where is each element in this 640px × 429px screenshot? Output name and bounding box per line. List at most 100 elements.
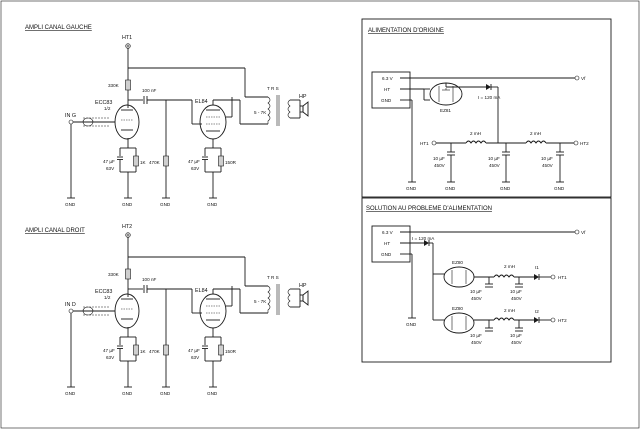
cathode-cap-1-label: 47 µF xyxy=(103,159,115,164)
solution-frame xyxy=(361,197,612,363)
plate-resistor-label: 330K xyxy=(108,272,120,277)
choke-2-label: 2 mH xyxy=(504,308,515,313)
choke-2 xyxy=(525,140,547,144)
gnd-label: GND xyxy=(406,186,417,191)
vf-label: Vf xyxy=(581,230,586,235)
ht1-out-terminal xyxy=(431,140,437,146)
cathode-resistor-2-label: 150R xyxy=(225,160,237,165)
current-label: I = 120 mA xyxy=(412,236,435,241)
cathode-cap-2-voltage: 63V xyxy=(191,166,200,171)
current-label: I = 120 mA xyxy=(478,95,501,100)
amp-left-title: AMPLI CANAL GAUCHE xyxy=(25,25,92,31)
ez81-label: EZ81 xyxy=(440,108,451,113)
cathode-cap-1-voltage: 63V xyxy=(106,355,115,360)
cathode-resistor-2-label: 150R xyxy=(225,349,237,354)
choke-1-label: 2 mH xyxy=(504,264,515,269)
amp-right-title: AMPLI CANAL DROIT xyxy=(25,228,85,234)
filter-cap-label: 10 µF xyxy=(433,156,445,161)
el84-label: EL84 xyxy=(195,288,208,294)
cathode-resistor-1 xyxy=(133,155,139,167)
plate-resistor xyxy=(125,268,131,280)
transformer-secondary xyxy=(287,288,291,308)
ecc83-label: ECC83 xyxy=(95,100,112,106)
cathode-cap-2-label: 47 µF xyxy=(188,348,200,353)
cathode-cap-2-label: 47 µF xyxy=(188,159,200,164)
ecc83-half-label: 1/2 xyxy=(104,295,111,300)
pin-ht-label: HT xyxy=(384,241,390,246)
filter-cap-voltage: 450V xyxy=(471,340,483,345)
ez80-rectifier-tube-1 xyxy=(443,266,475,288)
gnd-label: GND xyxy=(122,391,133,396)
vf-terminal xyxy=(574,75,580,81)
original-supply-title: ALIMENTATION D'ORIGINE xyxy=(368,28,444,34)
filter-cap-voltage: 450V xyxy=(542,163,554,168)
filter-cap-voltage: 450V xyxy=(511,340,523,345)
cathode-resistor-1 xyxy=(133,344,139,356)
grid-resistor xyxy=(163,155,169,167)
gnd-label: GND xyxy=(160,202,171,207)
ecc83-label: ECC83 xyxy=(95,289,112,295)
gnd-label: GND xyxy=(445,186,456,191)
ht2-out-label: HT2 xyxy=(558,318,567,323)
plate-resistor-label: 330K xyxy=(108,83,120,88)
pin-6v3-label: 6.3 V xyxy=(382,76,394,81)
filter-cap-voltage: 450V xyxy=(434,163,446,168)
grid-resistor-label: 470K xyxy=(149,160,161,165)
pin-ht-label: HT xyxy=(384,87,390,92)
gnd-label: GND xyxy=(65,202,76,207)
filter-cap-voltage: 450V xyxy=(471,296,483,301)
gnd-label: GND xyxy=(65,391,76,396)
plate-resistor xyxy=(125,79,131,91)
input-right-label: IN D xyxy=(65,302,76,308)
gnd-label: GND xyxy=(207,202,218,207)
gnd-label: GND xyxy=(207,391,218,396)
vf-label: Vf xyxy=(581,76,586,81)
ez80-1-label: EZ80 xyxy=(452,260,463,265)
supply-connector-box xyxy=(371,71,411,109)
gnd-label: GND xyxy=(406,322,417,327)
amp-left-channel: AMPLI CANAL GAUCHE HT1 330K ECC83 1/2 IN… xyxy=(25,25,309,207)
choke-1-label: 2 mH xyxy=(470,131,481,136)
choke-2-label: 2 mH xyxy=(530,131,541,136)
original-power-supply-panel: ALIMENTATION D'ORIGINE 6.3 V HT GND Vf E… xyxy=(361,18,612,198)
amp-right-channel: AMPLI CANAL DROIT HT2 330K ECC83 1/2 IN … xyxy=(25,224,309,396)
ht2-out-terminal xyxy=(550,317,556,323)
gnd-label: GND xyxy=(160,391,171,396)
cathode-cap-2-voltage: 63V xyxy=(191,355,200,360)
choke-1 xyxy=(465,140,487,144)
ecc83-half-label: 1/2 xyxy=(104,106,111,111)
filter-cap-label: 10 µF xyxy=(488,156,500,161)
choke-1 xyxy=(493,274,515,278)
transformer-primary xyxy=(267,285,271,313)
ez80-rectifier-tube-2 xyxy=(443,312,475,334)
ht1-out-label: HT1 xyxy=(558,275,567,280)
ht2-out-terminal xyxy=(573,140,579,146)
el84-label: EL84 xyxy=(195,99,208,105)
power-supply-solution-panel: SOLUTION AU PROBLEME D'ALIMENTATION 6.3 … xyxy=(361,197,612,363)
vf-terminal xyxy=(574,229,580,235)
filter-cap-label: 10 µF xyxy=(510,333,522,338)
pin-gnd-label: GND xyxy=(381,98,392,103)
filter-cap-label: 10 µF xyxy=(470,289,482,294)
input-left-jack xyxy=(68,119,74,125)
transformer-primary xyxy=(267,96,271,124)
impedance-label: 5 - 7K xyxy=(254,299,267,304)
input-left-label: IN G xyxy=(65,113,76,119)
cathode-cap-1-label: 47 µF xyxy=(103,348,115,353)
filter-cap-label: 10 µF xyxy=(510,289,522,294)
filter-cap-label: 10 µF xyxy=(470,333,482,338)
input-right-jack xyxy=(68,308,74,314)
i2-label: I2 xyxy=(535,309,539,314)
cathode-resistor-1-label: 1K xyxy=(140,349,147,354)
ez80-2-label: EZ80 xyxy=(452,306,463,311)
solution-title: SOLUTION AU PROBLEME D'ALIMENTATION xyxy=(366,206,492,212)
gnd-label: GND xyxy=(554,186,565,191)
ht1-out-label: HT1 xyxy=(420,141,429,146)
coupling-cap-label: 100 nF xyxy=(142,88,156,93)
gnd-label: GND xyxy=(122,202,133,207)
supply-connector-box xyxy=(371,225,411,263)
cathode-resistor-2 xyxy=(218,344,224,356)
